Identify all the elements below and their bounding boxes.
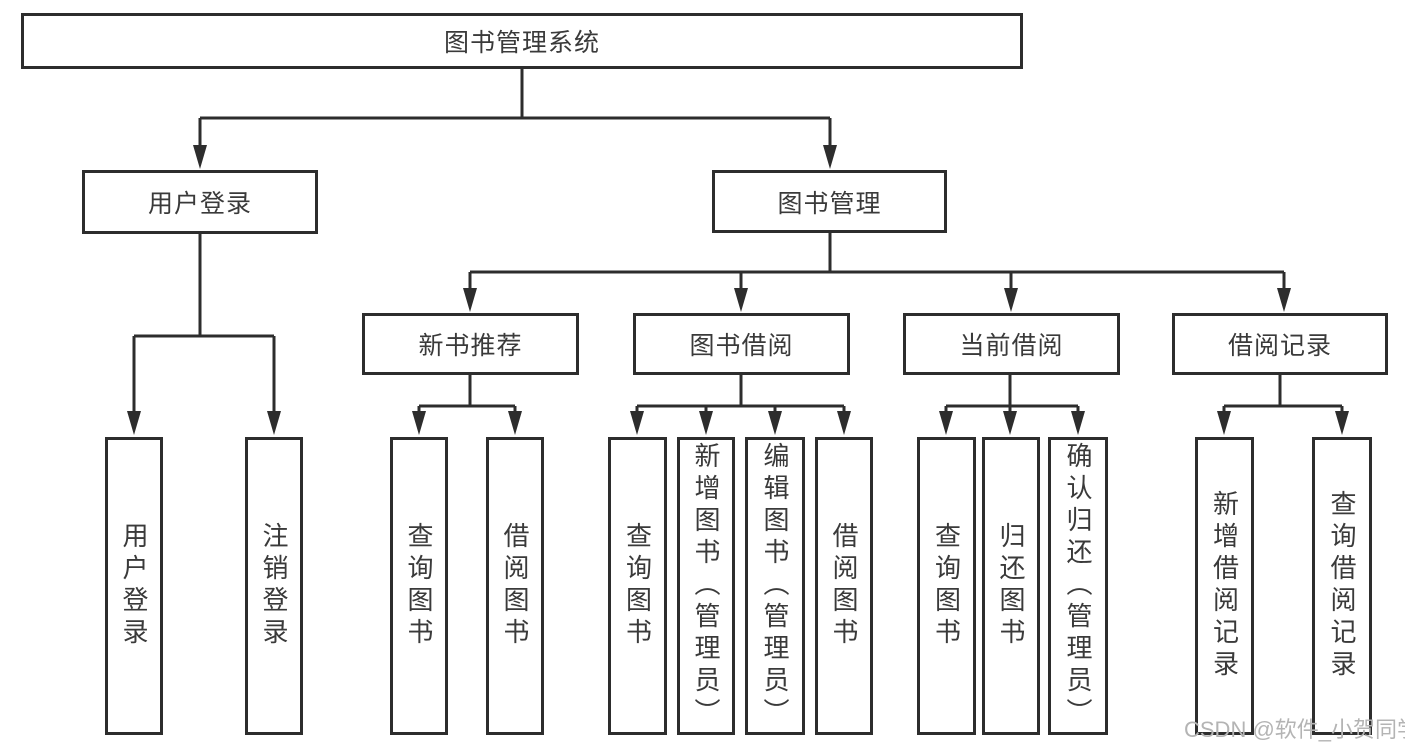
watermark: CSDN @软件_小贺同学	[1184, 717, 1405, 742]
connector-book-management-children	[463, 233, 1291, 312]
node-library-management-system: 图书管理系统	[21, 13, 1023, 69]
connector-user-login-children	[127, 233, 281, 435]
leaf-query-books-current: 查询图书	[917, 437, 976, 735]
connector-book-borrow-children	[630, 374, 851, 435]
connector-borrow-records-children	[1217, 374, 1349, 435]
leaf-edit-book-admin: 编辑图书（管理员）	[745, 437, 805, 735]
connector-new-book-recommend-children	[412, 374, 522, 435]
node-current-borrow: 当前借阅	[903, 313, 1120, 375]
leaf-user-login: 用户登录	[105, 437, 163, 735]
leaf-query-books-borrow: 查询图书	[608, 437, 667, 735]
leaf-borrow-books: 借阅图书	[815, 437, 873, 735]
connector-current-borrow-children	[939, 374, 1085, 435]
node-book-borrow: 图书借阅	[633, 313, 850, 375]
node-user-login: 用户登录	[82, 170, 318, 234]
leaf-add-book-admin: 新增图书（管理员）	[677, 437, 735, 735]
leaf-add-borrow-record: 新增借阅记录	[1195, 437, 1254, 735]
node-borrow-records: 借阅记录	[1172, 313, 1388, 375]
node-book-management: 图书管理	[712, 170, 947, 233]
leaf-logout-login: 注销登录	[245, 437, 303, 735]
leaf-borrow-books-recommend: 借阅图书	[486, 437, 544, 735]
leaf-query-borrow-record: 查询借阅记录	[1312, 437, 1372, 735]
leaf-return-book: 归还图书	[982, 437, 1040, 735]
connector-root-to-branches	[193, 69, 837, 169]
leaf-confirm-return-admin: 确认归还（管理员）	[1048, 437, 1108, 735]
node-new-book-recommend: 新书推荐	[362, 313, 579, 375]
leaf-query-books-recommend: 查询图书	[390, 437, 448, 735]
